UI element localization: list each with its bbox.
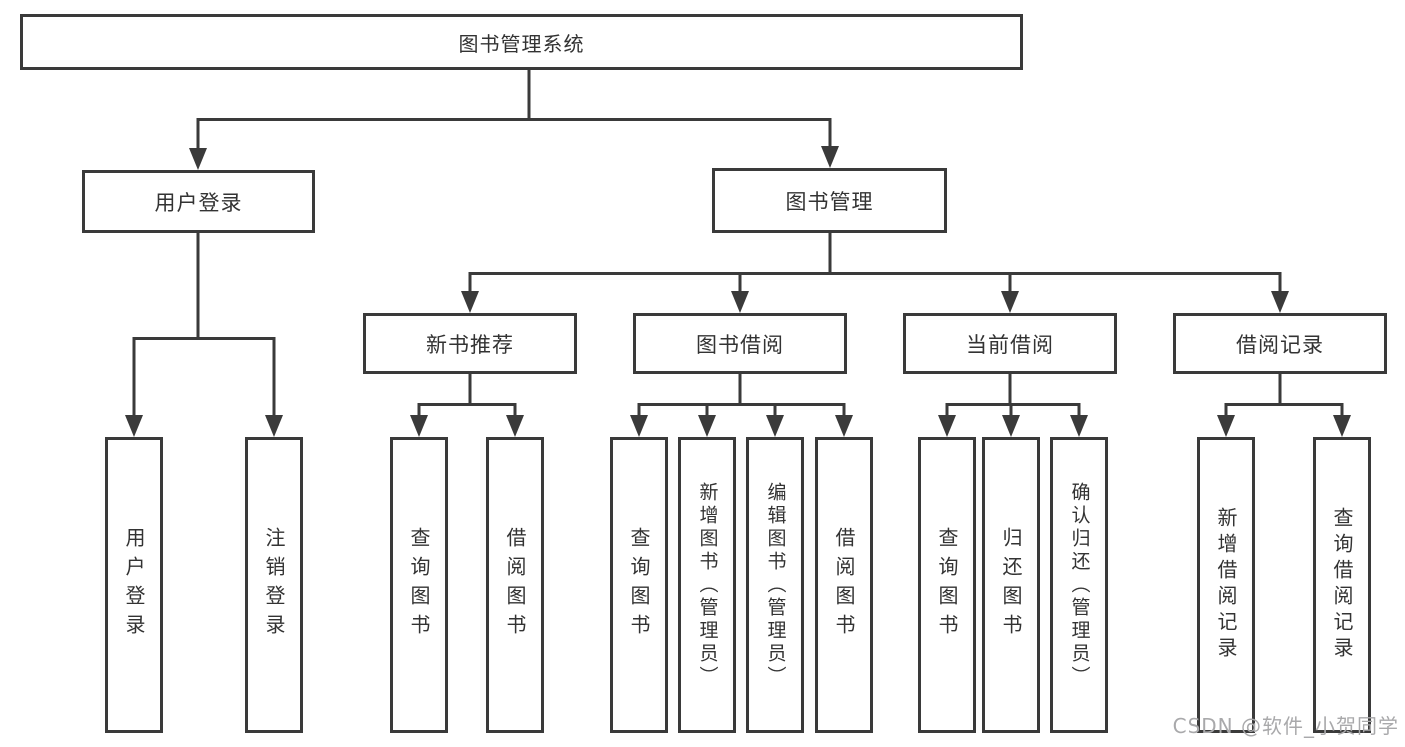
leaf-newbooks-query-books-label: 查询图书 — [407, 527, 431, 643]
leaf-user-login: 用户登录 — [105, 437, 163, 733]
node-root-system: 图书管理系统 — [20, 14, 1023, 70]
node-new-book-recommend: 新书推荐 — [363, 313, 577, 374]
leaf-logout: 注销登录 — [245, 437, 303, 733]
leaf-borrow-borrow-books-label: 借阅图书 — [832, 527, 856, 643]
leaf-current-return-books: 归还图书 — [982, 437, 1040, 733]
arrowhead-book-mgmt — [821, 146, 839, 168]
leaf-newbooks-borrow-books: 借阅图书 — [486, 437, 544, 733]
leaf-borrow-add-books-admin: 新增图书（管理员） — [678, 437, 736, 733]
node-root-system-label: 图书管理系统 — [458, 31, 585, 56]
leaf-newbooks-borrow-books-label: 借阅图书 — [503, 527, 527, 643]
leaf-records-query-record: 查询借阅记录 — [1313, 437, 1371, 733]
leaf-current-query-books-label: 查询图书 — [935, 527, 959, 643]
csdn-watermark: CSDN @软件_小贺同学 — [1172, 714, 1399, 738]
arrowhead-borrow-records — [1271, 291, 1289, 313]
leaf-records-query-record-label: 查询借阅记录 — [1330, 507, 1354, 663]
node-user-login: 用户登录 — [82, 170, 315, 233]
leaf-logout-label: 注销登录 — [262, 527, 286, 643]
node-book-borrow-label: 图书借阅 — [696, 332, 784, 357]
arrowhead-user-login — [189, 148, 207, 170]
node-current-borrow: 当前借阅 — [903, 313, 1117, 374]
node-book-management: 图书管理 — [712, 168, 947, 233]
arrowhead-cb-query — [938, 415, 956, 437]
leaf-records-add-record-label: 新增借阅记录 — [1214, 507, 1238, 663]
leaf-borrow-add-books-admin-label: 新增图书（管理员） — [696, 481, 719, 689]
node-book-management-label: 图书管理 — [785, 189, 874, 214]
leaf-records-add-record: 新增借阅记录 — [1197, 437, 1255, 733]
arrowhead-current-borrow — [1001, 291, 1019, 313]
arrowhead-leaf-logout — [265, 415, 283, 437]
leaf-newbooks-query-books: 查询图书 — [390, 437, 448, 733]
node-book-borrow: 图书借阅 — [633, 313, 847, 374]
leaf-borrow-borrow-books: 借阅图书 — [815, 437, 873, 733]
leaf-borrow-edit-books-admin-label: 编辑图书（管理员） — [764, 481, 787, 689]
arrowhead-cb-return — [1002, 415, 1020, 437]
leaf-current-query-books: 查询图书 — [918, 437, 976, 733]
leaf-user-login-label: 用户登录 — [122, 527, 146, 643]
arrowhead-leaf-userlogin — [125, 415, 143, 437]
node-current-borrow-label: 当前借阅 — [966, 332, 1054, 357]
arrowhead-book-borrow — [731, 291, 749, 313]
leaf-current-confirm-return-admin-label: 确认归还（管理员） — [1068, 481, 1091, 689]
arrowhead-nb-query — [410, 415, 428, 437]
arrowhead-br-query — [1333, 415, 1351, 437]
leaf-borrow-edit-books-admin: 编辑图书（管理员） — [746, 437, 804, 733]
arrowhead-bb-borrow — [835, 415, 853, 437]
leaf-current-confirm-return-admin: 确认归还（管理员） — [1050, 437, 1108, 733]
arrowhead-new-books — [461, 291, 479, 313]
leaf-current-return-books-label: 归还图书 — [999, 527, 1023, 643]
node-borrow-records-label: 借阅记录 — [1236, 332, 1324, 357]
leaf-borrow-query-books-label: 查询图书 — [627, 527, 651, 643]
node-user-login-label: 用户登录 — [154, 190, 243, 215]
arrowhead-bb-add — [698, 415, 716, 437]
arrowhead-br-add — [1217, 415, 1235, 437]
arrowhead-cb-confirm — [1070, 415, 1088, 437]
node-borrow-records: 借阅记录 — [1173, 313, 1387, 374]
node-new-book-recommend-label: 新书推荐 — [426, 332, 514, 357]
leaf-borrow-query-books: 查询图书 — [610, 437, 668, 733]
arrowhead-bb-edit — [766, 415, 784, 437]
arrowhead-bb-query — [630, 415, 648, 437]
arrowhead-nb-borrow — [506, 415, 524, 437]
